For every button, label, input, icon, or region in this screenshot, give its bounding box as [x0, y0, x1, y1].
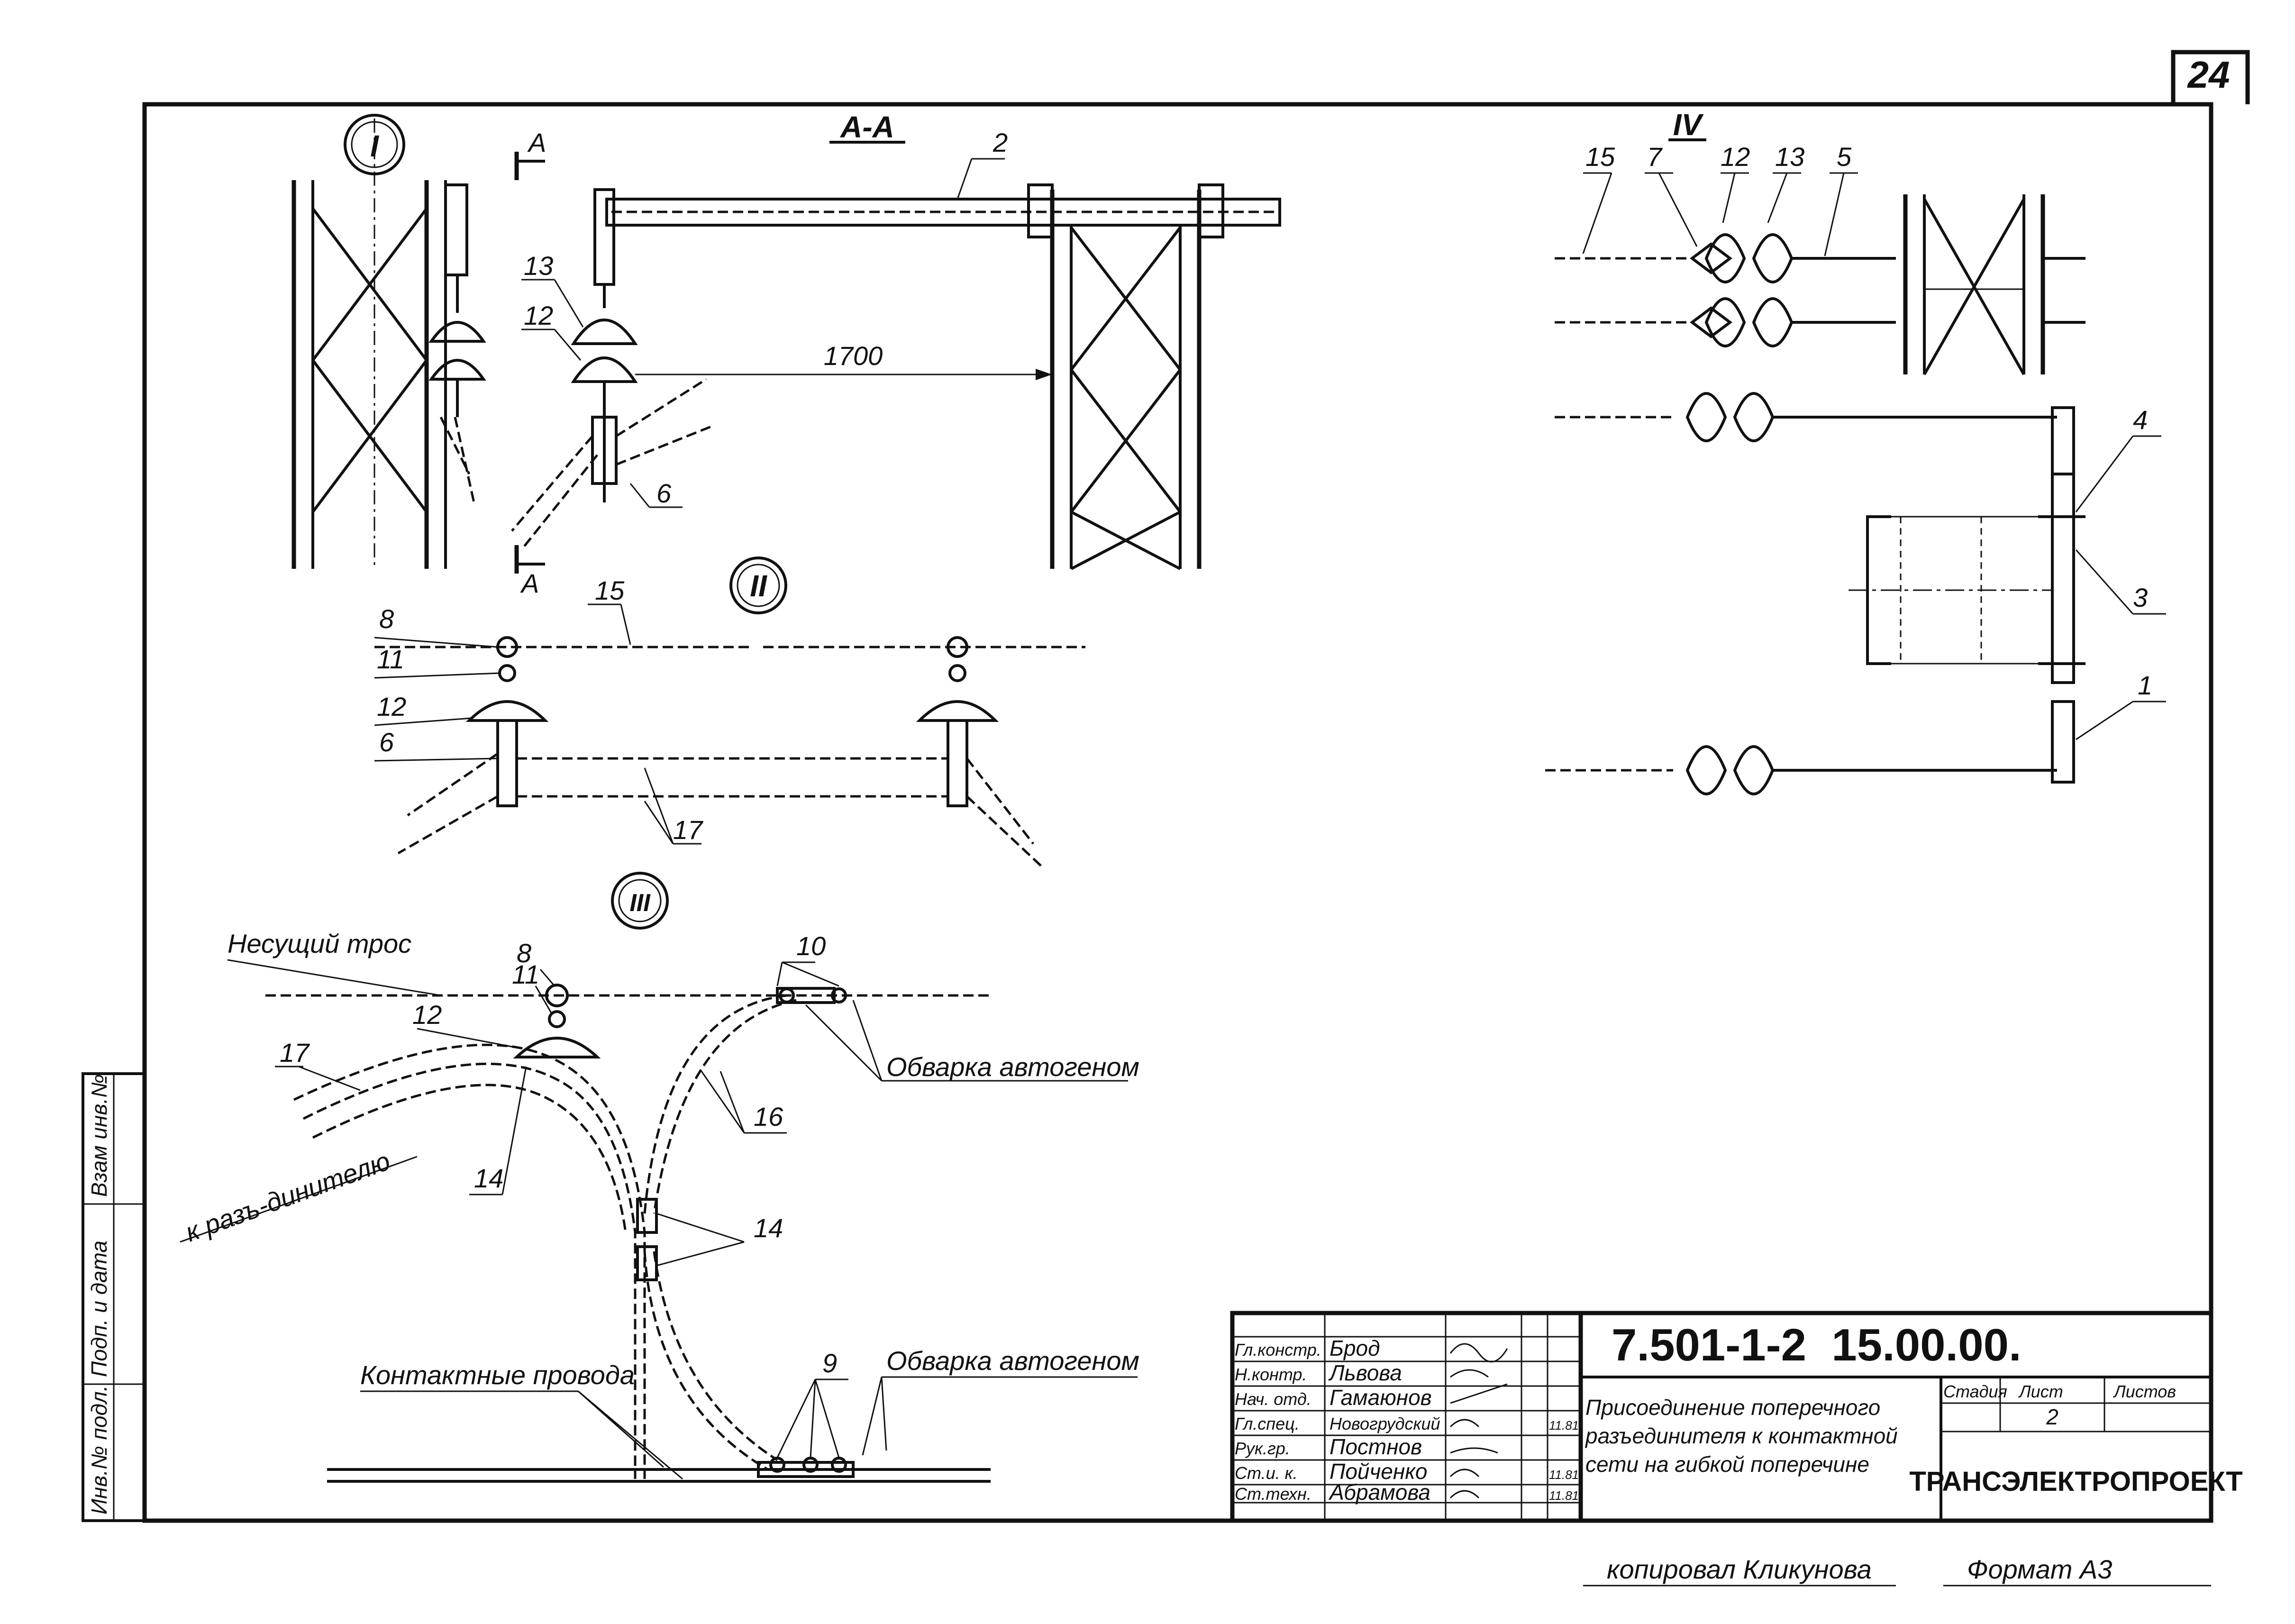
staff-name-3: Новогрудский	[1330, 1414, 1440, 1433]
staff-date-3: 11.81	[1549, 1418, 1579, 1432]
title-line-1: Присоединение поперечного	[1585, 1395, 1880, 1420]
staff-name-6: Абрамова	[1328, 1480, 1430, 1505]
staff-name-5: Пойченко	[1330, 1459, 1428, 1484]
staff-date-5: 11.81	[1549, 1468, 1579, 1482]
callout-13-iv: 13	[1775, 142, 1804, 172]
callout-13: 13	[524, 251, 553, 281]
section-A-A: A-A 2 13 12	[511, 110, 1281, 570]
stamp-inv-no: Инв.№ подл.	[87, 1385, 111, 1515]
callout-10: 10	[796, 931, 826, 961]
staff-name-4: Постнов	[1330, 1434, 1422, 1459]
callout-15-iv: 15	[1585, 142, 1615, 172]
staff-role-2: Нач. отд.	[1235, 1389, 1311, 1409]
callout-6-aa: 6	[656, 478, 672, 508]
format-label: Формат А3	[1967, 1554, 2112, 1584]
stamp-sign-date: Подп. и дата	[87, 1241, 111, 1377]
section-mark-top-label: A	[527, 128, 546, 157]
section-mark-bottom: A	[514, 545, 545, 598]
sheet-value: 2	[2046, 1405, 2058, 1429]
staff-role-4: Рук.гр.	[1235, 1439, 1290, 1458]
callout-14-right: 14	[754, 1213, 783, 1243]
staff-role-3: Гл.спец.	[1235, 1414, 1300, 1433]
view-IV: IV	[1545, 108, 2166, 795]
callout-11-ii: 11	[377, 644, 404, 674]
view-II: II 15 8 11 12 6 17	[374, 557, 1085, 868]
drawing-code: 7.501-1-2 15.00.00.	[1612, 1320, 2022, 1370]
view-II-label: II	[750, 569, 767, 603]
contact-wires-label: Контактные провода	[360, 1360, 635, 1390]
title-block: Гл.констр. Брод Н.контр. Львова Нач. отд…	[1230, 1311, 2243, 1523]
section-mark-bottom-label: A	[520, 568, 539, 598]
staff-date-6: 11.81	[1549, 1488, 1579, 1503]
title-line-2: разъединителя к контактной	[1585, 1423, 1898, 1448]
carrier-wire-label: Несущий трос	[228, 929, 411, 958]
organization: ТРАНСЭЛЕКТРОПРОЕКТ	[1909, 1466, 2242, 1497]
staff-name-0: Брод	[1330, 1336, 1380, 1360]
callout-7: 7	[1647, 142, 1663, 172]
callout-6-ii: 6	[379, 727, 394, 757]
callout-12: 12	[524, 301, 553, 330]
stage-header: Стадия	[1943, 1382, 2007, 1401]
callout-17-iii: 17	[280, 1038, 310, 1067]
view-III-label: III	[629, 889, 651, 917]
callout-14-left: 14	[474, 1163, 503, 1193]
view-I: I	[291, 114, 486, 569]
callout-8-ii: 8	[379, 604, 394, 634]
sheets-header: Листов	[2113, 1382, 2176, 1401]
callout-3: 3	[2133, 583, 2148, 612]
staff-role-1: Н.контр.	[1235, 1365, 1307, 1384]
staff-name-1: Львова	[1328, 1360, 1402, 1385]
callout-1: 1	[2138, 670, 2152, 700]
callout-8-iii: 8	[517, 938, 531, 968]
staff-name-2: Гамаюнов	[1330, 1385, 1432, 1410]
view-IV-label: IV	[1673, 108, 1704, 142]
callout-16: 16	[754, 1102, 783, 1131]
callout-11-iii: 11	[512, 959, 539, 989]
callout-12-iv: 12	[1721, 142, 1750, 172]
dimension-1700: 1700	[824, 341, 883, 371]
callout-4: 4	[2133, 405, 2148, 435]
sheet-number-box: 24	[2171, 50, 2250, 104]
callout-9: 9	[822, 1348, 837, 1378]
view-III: III Несущий трос 8 11 12 17 к разъ-динит…	[180, 872, 1139, 1483]
callout-5: 5	[1837, 142, 1852, 172]
staff-role-6: Ст.техн.	[1235, 1484, 1311, 1504]
sheet-number: 24	[2187, 54, 2230, 96]
staff-role-0: Гл.констр.	[1235, 1340, 1321, 1359]
callout-12-ii: 12	[377, 692, 406, 721]
callout-17-ii: 17	[673, 815, 703, 845]
to-disconnector-label: к разъ-динителю	[182, 1146, 394, 1248]
welding-label-bottom: Обварка автогеном	[886, 1346, 1139, 1376]
stamp-replaces: Взам инв.№	[87, 1074, 111, 1197]
welding-label-top: Обварка автогеном	[886, 1052, 1139, 1082]
signatures	[1449, 1343, 1508, 1499]
section-mark-top: A	[514, 128, 546, 180]
staff-role-5: Ст.и. к.	[1235, 1463, 1298, 1483]
section-title: A-A	[839, 110, 894, 144]
callout-2: 2	[993, 128, 1008, 157]
drawing-frame	[142, 102, 2213, 1523]
callout-12-iii: 12	[412, 1000, 442, 1030]
title-line-3: сети на гибкой поперечине	[1585, 1452, 1869, 1477]
sheet-header: Лист	[2018, 1382, 2063, 1401]
side-stamp: Инв.№ подл. Подп. и дата Взам инв.№	[82, 1072, 146, 1522]
copied-by: копировал Кликунова	[1607, 1554, 1872, 1584]
callout-15-ii: 15	[595, 575, 625, 605]
